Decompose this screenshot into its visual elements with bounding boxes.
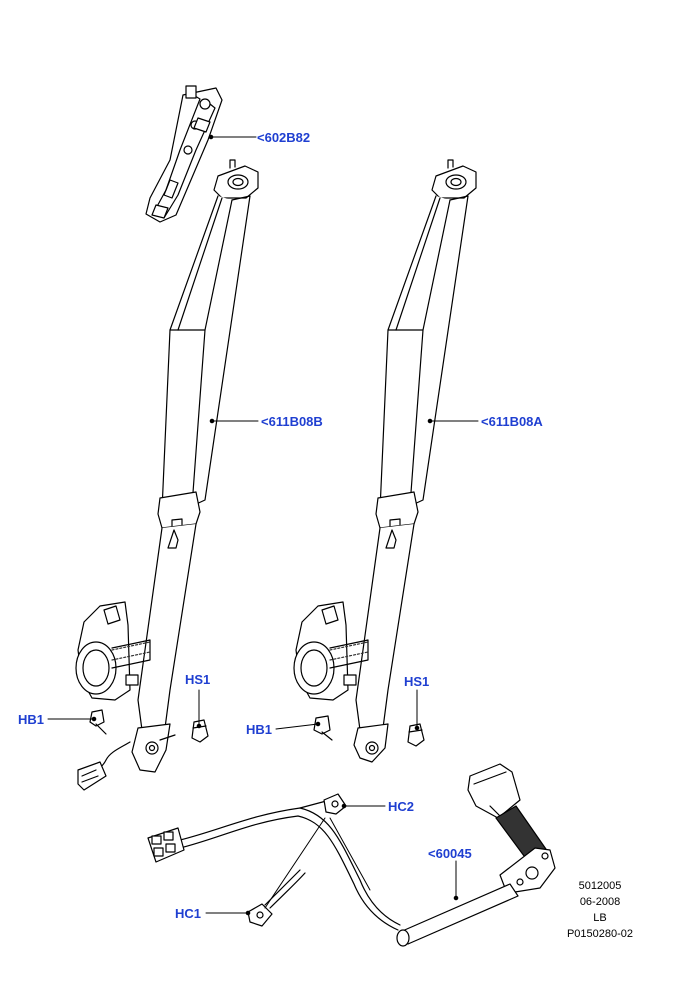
callout-hs1-left: HS1 [185,672,211,687]
seat-belt-assembly-left [75,159,259,791]
buckle-assembly [396,763,556,947]
callout-611B08A: <611B08A [481,414,543,429]
callout-leaders [47,134,479,916]
wiring-harness [147,793,401,931]
callout-60045: <60045 [428,846,472,861]
callout-602B82: <602B82 [257,130,311,145]
info-line-2: 06-2008 [579,896,621,908]
callout-611B08B: <611B08B [261,414,323,429]
callout-hb1-left: HB1 [18,712,45,727]
drawing-info-block: 5012005 06-2008 LB P0150280-02 [560,878,640,942]
seat-belt-assembly-right [293,159,477,763]
callout-hs1-right: HS1 [404,674,430,689]
info-line-1: 5012005 [578,880,622,892]
callout-hc1: HC1 [175,906,202,921]
height-adjuster-rail [145,85,223,223]
callout-hc2: HC2 [388,799,415,814]
callout-hb1-right: HB1 [246,722,273,737]
info-line-3: LB [593,912,607,924]
info-line-4: P0150280-02 [566,928,634,940]
